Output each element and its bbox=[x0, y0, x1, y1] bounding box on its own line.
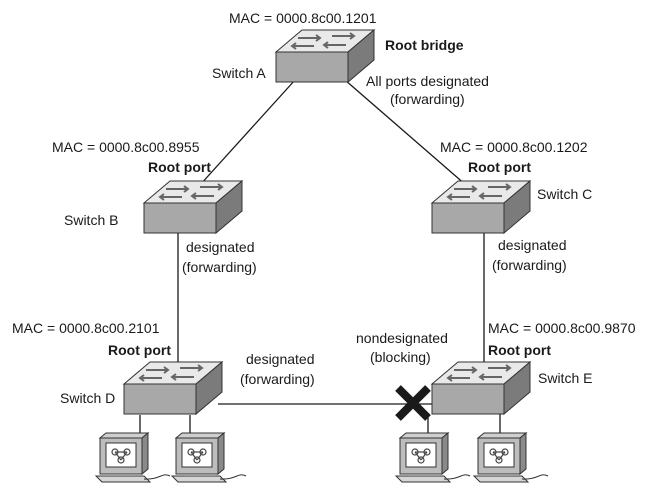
switch-e-icon bbox=[431, 361, 531, 415]
host-d1-workstation-icon bbox=[95, 432, 171, 483]
link-a-c bbox=[344, 79, 475, 193]
switch-c-icon bbox=[431, 180, 531, 234]
switch-de-line2: (forwarding) bbox=[240, 371, 315, 387]
switch-b-mac: MAC = 0000.8c00.8955 bbox=[52, 139, 200, 155]
switch-b-down-line2: (forwarding) bbox=[182, 259, 257, 275]
switch-c-root-port: Root port bbox=[468, 159, 531, 175]
switch-c-down-line1: designated bbox=[498, 237, 567, 253]
switch-de-line1: designated bbox=[246, 351, 315, 367]
switch-e-mac: MAC = 0000.8c00.9870 bbox=[488, 320, 636, 336]
switch-e-name: Switch E bbox=[538, 370, 592, 386]
link-a-b bbox=[189, 79, 296, 197]
switch-b-down-line1: designated bbox=[186, 239, 255, 255]
switch-e-root-port: Root port bbox=[488, 342, 551, 358]
switch-a-name: Switch A bbox=[212, 65, 266, 81]
switch-e-blocked-line2: (blocking) bbox=[370, 349, 431, 365]
switch-d-icon bbox=[123, 361, 223, 415]
switch-c-name: Switch C bbox=[537, 186, 592, 202]
switch-d-mac: MAC = 0000.8c00.2101 bbox=[12, 320, 160, 336]
switch-a-ports-line1: All ports designated bbox=[366, 73, 489, 89]
switch-a-role: Root bridge bbox=[385, 37, 464, 53]
switch-d-name: Switch D bbox=[60, 390, 115, 406]
blocked-port-x-icon bbox=[395, 385, 431, 421]
host-e2-workstation-icon bbox=[473, 432, 549, 483]
switch-a-icon bbox=[275, 29, 375, 83]
switch-e-blocked-line1: nondesignated bbox=[356, 330, 448, 346]
switch-b-name: Switch B bbox=[64, 212, 118, 228]
switch-a-mac: MAC = 0000.8c00.1201 bbox=[229, 10, 377, 26]
switch-c-mac: MAC = 0000.8c00.1202 bbox=[440, 139, 588, 155]
host-d2-workstation-icon bbox=[171, 432, 247, 483]
switch-c-down-line2: (forwarding) bbox=[492, 257, 567, 273]
switch-a-ports-line2: (forwarding) bbox=[390, 91, 465, 107]
host-e1-workstation-icon bbox=[395, 432, 471, 483]
switch-b-root-port: Root port bbox=[148, 159, 211, 175]
switch-d-root-port: Root port bbox=[108, 342, 171, 358]
switch-b-icon bbox=[143, 180, 243, 234]
